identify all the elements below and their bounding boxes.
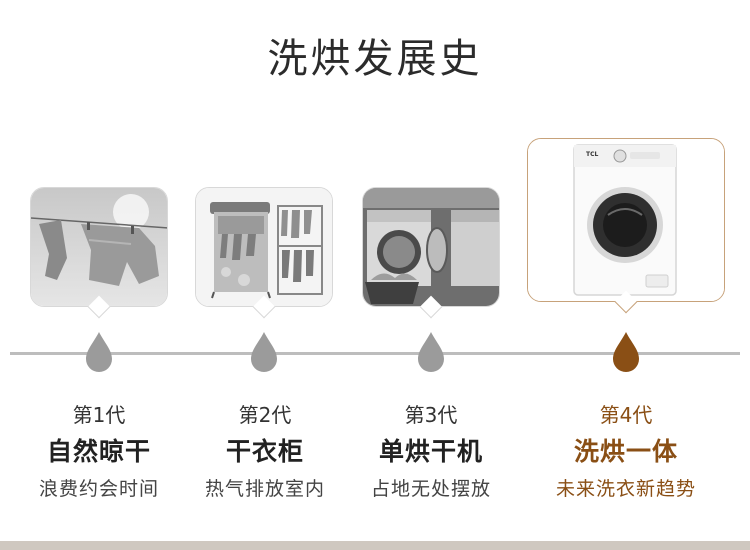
- laundry-room-dryer-image: [363, 188, 499, 306]
- gen4-timeline-drop-icon: [611, 330, 641, 374]
- gen2-number: 第2代: [238, 403, 292, 427]
- timeline-line: [10, 352, 740, 355]
- gen1-timeline-drop-icon: [84, 330, 114, 374]
- gen1-labels: 第1代 自然晾干 浪费约会时间: [14, 399, 184, 501]
- gen2-timeline-drop-icon: [249, 330, 279, 374]
- gen1-name: 自然晾干: [46, 437, 151, 466]
- page-title: 洗烘发展史: [267, 36, 483, 82]
- washer-dryer-image: [528, 139, 724, 301]
- gen1-desc: 浪费约会时间: [38, 478, 159, 500]
- gen1-image-card: [30, 187, 168, 307]
- gen3-timeline-drop-icon: [416, 330, 446, 374]
- gen2-labels: 第2代 干衣柜 热气排放室内: [180, 399, 350, 501]
- gen3-labels: 第3代 单烘干机 占地无处摆放: [346, 399, 516, 501]
- hanging-clothes-image: [31, 188, 167, 306]
- gen4-desc: 未来洗衣新趋势: [555, 478, 696, 500]
- gen1-number: 第1代: [72, 403, 126, 427]
- gen4-image-card: TCL: [527, 138, 725, 302]
- gen3-desc: 占地无处摆放: [370, 478, 491, 500]
- bottom-band: [0, 541, 750, 550]
- gen3-name: 单烘干机: [378, 437, 483, 466]
- gen4-number: 第4代: [599, 403, 653, 427]
- gen4-name: 洗烘一体: [573, 437, 678, 466]
- gen3-image-card: [362, 187, 500, 307]
- gen2-name: 干衣柜: [225, 437, 304, 466]
- gen2-desc: 热气排放室内: [204, 478, 325, 500]
- gen2-image-card: [195, 187, 333, 307]
- brand-label: TCL: [586, 151, 599, 158]
- clothes-dryer-cabinet-image: [196, 188, 332, 306]
- gen3-number: 第3代: [404, 403, 458, 427]
- gen4-labels: 第4代 洗烘一体 未来洗衣新趋势: [541, 399, 711, 501]
